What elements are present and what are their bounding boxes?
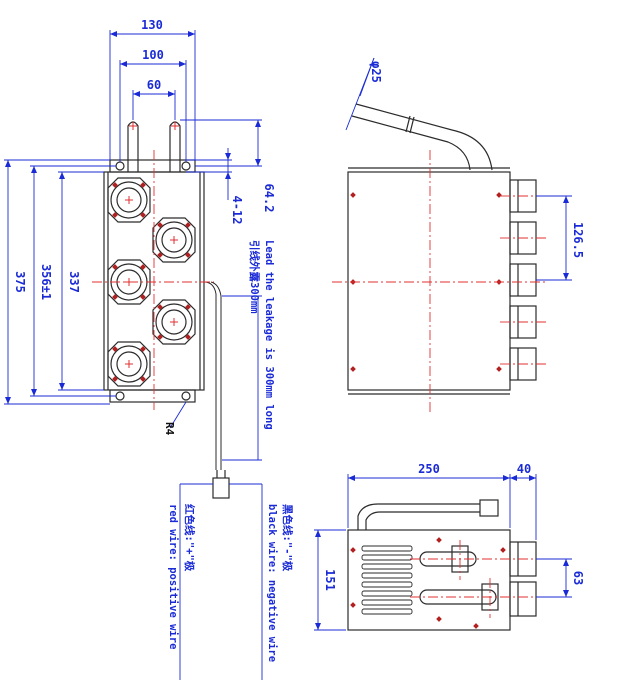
dim-40: 40: [517, 462, 531, 476]
red-wire-cn: 红色线:"+"极: [183, 504, 196, 572]
side-dimension-lines: [345, 57, 572, 281]
vent-grille: [361, 545, 413, 615]
dim-63: 63: [571, 571, 585, 585]
side-outlets: [509, 179, 537, 381]
top-centerlines: [410, 540, 548, 618]
top-connector: [479, 499, 499, 517]
top-view: [347, 499, 537, 631]
dim-130: 130: [141, 18, 163, 32]
black-wire-cn: 黑色线:"-"极: [281, 504, 294, 572]
lead-note-en: Lead the leakage is 300mm long: [263, 240, 275, 430]
lead-cable: [203, 281, 217, 470]
front-view: [103, 121, 230, 499]
red-wire-en: red wire: positive wire: [167, 504, 179, 649]
dim-4-12: 4-12: [230, 196, 244, 225]
dim-60: 60: [147, 78, 161, 92]
dim-phi25: φ25: [369, 61, 383, 83]
connector: [212, 477, 230, 499]
fan-2: [152, 217, 196, 263]
dim-100: 100: [142, 48, 164, 62]
fan-4: [152, 299, 196, 345]
dim-r4: R4: [163, 422, 176, 436]
lead-note-cn: 引线外露300mm: [248, 240, 261, 314]
side-pipe: [351, 115, 471, 171]
dim-64-2: 64.2: [262, 184, 276, 213]
side-body: [347, 171, 511, 391]
black-wire-en: black wire: negative wire: [266, 504, 278, 662]
top-markers: [350, 537, 506, 629]
fan-5: [107, 341, 151, 387]
fan-crosses: [125, 122, 179, 368]
dim-250: 250: [418, 462, 440, 476]
fan-1: [107, 177, 151, 223]
dim-126-5: 126.5: [571, 222, 585, 258]
fan-markers: [112, 182, 191, 382]
dim-337: 337: [67, 271, 81, 293]
front-centerlines: [92, 150, 214, 410]
front-arrows: [5, 31, 261, 404]
top-pipe-loop: [357, 503, 480, 530]
dim-356: 356±1: [39, 264, 53, 300]
front-dimension-lines: [4, 30, 263, 680]
top-body: [347, 529, 511, 631]
side-view: [347, 103, 537, 395]
side-centerlines: [332, 150, 548, 412]
dim-151: 151: [323, 569, 337, 591]
dim-375: 375: [13, 271, 27, 293]
